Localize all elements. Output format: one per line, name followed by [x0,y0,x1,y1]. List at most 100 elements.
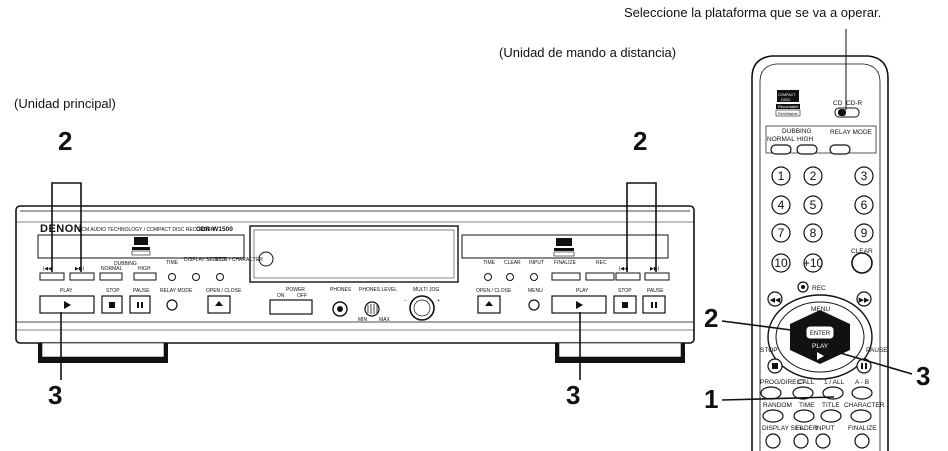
right-menu-button[interactable] [528,299,540,311]
right-finalize-button[interactable] [551,272,581,281]
remote-call-button[interactable] [792,386,814,400]
remote-random-button[interactable] [762,409,784,423]
remote-key-8[interactable] [803,223,823,243]
left-normal-button[interactable] [99,272,123,281]
remote-key-4[interactable] [771,195,791,215]
remote-title-label: TITLE [822,402,840,409]
remote-normal-label: NORMAL [767,136,795,143]
right-clear-label: CLEAR [504,260,521,266]
step-3-left: 3 [48,380,63,410]
left-pause-button[interactable] [129,295,151,314]
right-clear-button[interactable] [506,273,514,281]
remote-disc-logo: COMPACT DISC Recordable ReWritable [775,90,801,117]
left-high-button[interactable] [133,272,157,281]
svg-text:|◀◀: |◀◀ [619,266,628,272]
remote-key-9[interactable] [854,223,874,243]
remote-direction-pad: MENU ENTER PLAY ◀◀ ▶▶ STOP PAUSE [760,291,888,380]
remote-rewind-button[interactable] [767,291,783,307]
remote-pause-label: PAUSE [866,347,888,354]
remote-callouts [721,29,913,401]
remote-high-button[interactable] [796,144,818,155]
remote-clear-button[interactable] [851,252,873,274]
step-3-remote: 3 [916,361,931,391]
right-skip-back-button[interactable] [615,272,641,281]
power-off-label: OFF [297,293,307,299]
remote-character-button[interactable] [850,409,872,423]
remote-key-plus10[interactable] [803,253,823,273]
multi-jog-dial[interactable] [409,295,435,321]
right-rec-button[interactable] [585,272,615,281]
phones-level-label: PHONES LEVEL [359,287,397,293]
svg-text:7: 7 [778,226,785,240]
right-disc-tray [461,234,669,259]
left-cd-logo [131,237,151,256]
remote-time-label: TIME [799,402,815,409]
remote-high-label: HIGH [797,136,814,143]
remote-a-b-label: A - B [855,379,869,386]
svg-text:|◀◀: |◀◀ [43,266,52,272]
left-dubbing-label: DUBBING [114,261,137,267]
right-input-button[interactable] [530,273,538,281]
svg-text:−: − [404,298,407,304]
remote-number-keys: 1 2 3 4 5 6 7 8 9 10 +10 CLEAR [771,166,874,274]
remote-key-7[interactable] [771,223,791,243]
power-on-label: ON [277,293,285,299]
left-skip-back-button[interactable] [39,272,65,281]
display-window [249,225,459,283]
svg-text:▶▶|: ▶▶| [650,266,659,272]
svg-text:Recordable: Recordable [778,104,799,109]
left-relay-mode-label: RELAY MODE [160,288,193,294]
remote-key-5[interactable] [803,195,823,215]
left-title-character-label: TITLE / CHARACTER [214,257,263,263]
phones-level-knob[interactable] [364,301,380,317]
svg-text:1: 1 [778,169,785,183]
right-time-button[interactable] [484,273,492,281]
svg-text:3: 3 [861,169,868,183]
remote-pause-button[interactable] [856,358,872,374]
remote-key-2[interactable] [803,166,823,186]
right-finalize-label: FINALIZE [554,260,577,266]
remote-key-1[interactable] [771,166,791,186]
svg-text:6: 6 [861,198,868,212]
power-button[interactable] [269,299,313,315]
remote-key-6[interactable] [854,195,874,215]
remote-display-sel-button[interactable] [765,433,781,449]
remote-prog-direct-button[interactable] [760,386,782,400]
svg-text:10: 10 [774,256,788,270]
remote-fastforward-button[interactable] [856,291,872,307]
remote-key-10[interactable] [771,253,791,273]
right-pause-button[interactable] [642,295,666,314]
remote-title-button[interactable] [820,409,842,423]
remote-a-b-button[interactable] [851,386,873,400]
svg-text:DISC: DISC [781,97,791,102]
remote-key-3[interactable] [854,166,874,186]
remote-finalize-button[interactable] [854,433,870,449]
remote-relay-mode-button[interactable] [829,144,851,155]
left-stop-label: STOP [106,288,120,294]
remote-enter-button[interactable] [805,325,835,340]
right-time-label: TIME [483,260,496,266]
remote-all-button[interactable] [822,386,844,400]
power-label: POWER [286,287,305,293]
left-high-label: HIGH [138,266,151,272]
remote-normal-button[interactable] [770,144,792,155]
left-skip-forward-button[interactable] [69,272,95,281]
remote-sensor [258,251,274,267]
svg-text:4: 4 [778,198,785,212]
left-relay-mode-button[interactable] [166,299,178,311]
svg-text:COMPACT: COMPACT [778,93,796,97]
multi-jog-label: MULTI JOG [413,287,439,293]
remote-control: COMPACT DISC Recordable ReWritable CD CD… [751,55,889,451]
step-3-right: 3 [566,380,581,410]
left-title-character-button[interactable] [216,273,224,281]
remote-finalize-label: FINALIZE [848,425,877,432]
remote-play-label: PLAY [812,343,829,350]
left-time-button[interactable] [168,273,176,281]
svg-text:+: + [437,298,440,304]
remote-fader-button[interactable] [793,433,809,449]
remote-fader-label: FADER [796,425,818,432]
left-display-select-button[interactable] [192,273,200,281]
right-skip-forward-button[interactable] [644,272,670,281]
remote-time-button[interactable] [793,409,815,423]
remote-input-button[interactable] [815,433,831,449]
